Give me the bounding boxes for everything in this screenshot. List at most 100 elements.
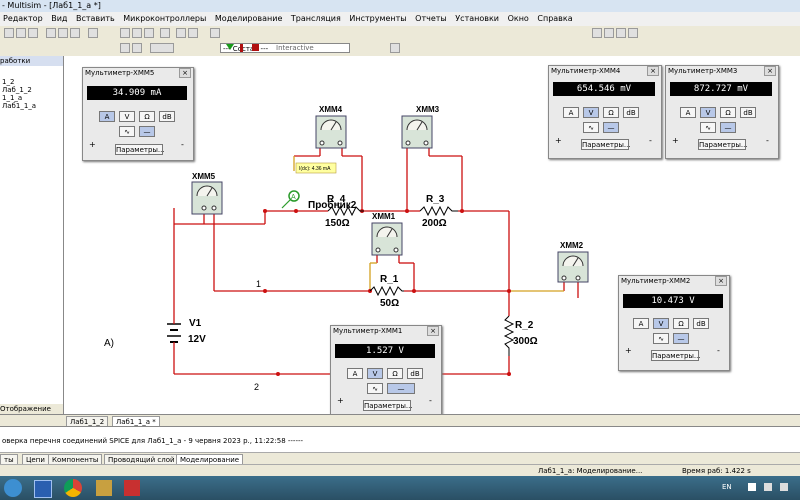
mode-a-button[interactable]: A <box>99 111 115 122</box>
explorer-icon[interactable] <box>96 480 112 496</box>
ac-icon[interactable]: ∿ <box>653 333 669 344</box>
tree-item[interactable]: 1_1_a <box>2 94 23 102</box>
resistor-r3-symbol[interactable] <box>419 205 458 217</box>
mode-db-button[interactable]: dB <box>693 318 709 329</box>
multimeter-xmm4-symbol[interactable] <box>315 115 347 149</box>
close-icon[interactable]: × <box>715 276 727 286</box>
ac-icon[interactable]: ∿ <box>583 122 599 133</box>
multimeter-xmm5-window[interactable]: Мультиметр-XMM5 × 34.909 mA A V Ω dB ∿ —… <box>82 67 194 161</box>
resistor-r2-symbol[interactable] <box>503 315 515 356</box>
pause-icon[interactable] <box>240 44 243 52</box>
menu-edit[interactable]: Редактор <box>3 14 43 23</box>
settings-button[interactable]: Параметры... <box>115 144 165 155</box>
ac-icon[interactable]: ∿ <box>119 126 135 137</box>
mode-db-button[interactable]: dB <box>159 111 175 122</box>
multimeter-xmm2-window[interactable]: Мультиметр-XMM2 × 10.473 V A V Ω dB ∿ — … <box>618 275 730 371</box>
settings-button[interactable]: Параметры... <box>363 400 413 411</box>
multimeter-xmm1-symbol[interactable] <box>371 222 403 256</box>
save-disk-icon[interactable] <box>34 480 52 498</box>
menu-insert[interactable]: Вставить <box>75 14 115 23</box>
resistor-r1-symbol[interactable] <box>369 285 404 297</box>
tree-item[interactable]: Лаб_1_2 <box>2 86 32 94</box>
dc-icon[interactable]: — <box>387 383 415 394</box>
multimeter-xmm5-symbol[interactable] <box>191 181 223 215</box>
multimeter-xmm4-window[interactable]: Мультиметр-XMM4 × 654.546 mV A V Ω dB ∿ … <box>548 65 662 159</box>
close-icon[interactable]: × <box>427 326 439 336</box>
undo-icon[interactable] <box>88 28 98 38</box>
menu-options[interactable]: Установки <box>455 14 500 23</box>
mode-v-button[interactable]: V <box>367 368 383 379</box>
menu-window[interactable]: Окно <box>507 14 529 23</box>
run-icon[interactable] <box>226 44 234 50</box>
dc-icon[interactable]: — <box>673 333 689 344</box>
close-icon[interactable]: × <box>764 66 776 76</box>
grid-icon[interactable] <box>120 28 130 38</box>
mode-v-button[interactable]: V <box>653 318 669 329</box>
menu-mcu[interactable]: Микроконтроллеры <box>123 14 207 23</box>
chrome-icon[interactable] <box>64 479 82 497</box>
mode-a-button[interactable]: A <box>680 107 696 118</box>
paste-icon[interactable] <box>70 28 80 38</box>
dc-icon[interactable]: — <box>139 126 155 137</box>
multimeter-xmm3-window[interactable]: Мультиметр-XMM3 × 872.727 mV A V Ω dB ∿ … <box>665 65 779 159</box>
ac-icon[interactable]: ∿ <box>367 383 383 394</box>
tree-item[interactable]: 1_2 <box>2 78 15 86</box>
grapher-icon[interactable] <box>188 28 198 38</box>
mode-ohm-button[interactable]: Ω <box>603 107 619 118</box>
place2-icon[interactable] <box>132 43 142 53</box>
open-icon[interactable] <box>16 28 26 38</box>
stop-icon[interactable] <box>252 44 259 51</box>
tree-item[interactable]: Лаб1_1_a <box>2 102 37 110</box>
mode-db-button[interactable]: dB <box>740 107 756 118</box>
place-icon[interactable] <box>120 43 130 53</box>
language-indicator[interactable]: EN <box>722 483 732 491</box>
postprocessor-icon[interactable] <box>210 28 220 38</box>
mode-v-button[interactable]: V <box>700 107 716 118</box>
print-icon[interactable] <box>144 28 154 38</box>
menu-tools[interactable]: Инструменты <box>349 14 407 23</box>
menu-transfer[interactable]: Трансляция <box>290 14 341 23</box>
mode-a-button[interactable]: A <box>347 368 363 379</box>
probe-icon[interactable] <box>288 190 300 202</box>
zoom-fit-icon[interactable] <box>628 28 638 38</box>
multimeter-xmm3-symbol[interactable] <box>401 115 433 149</box>
component-icon[interactable] <box>160 28 170 38</box>
mode-v-button[interactable]: V <box>119 111 135 122</box>
dc-icon[interactable]: — <box>603 122 619 133</box>
menu-reports[interactable]: Отчеты <box>415 14 447 23</box>
mode-a-button[interactable]: A <box>633 318 649 329</box>
mode-ohm-button[interactable]: Ω <box>139 111 155 122</box>
new-icon[interactable] <box>4 28 14 38</box>
multimeter-xmm2-symbol[interactable] <box>557 251 589 283</box>
app-icon[interactable] <box>124 480 140 496</box>
menu-view[interactable]: Вид <box>51 14 68 23</box>
save-icon[interactable] <box>28 28 38 38</box>
close-icon[interactable]: × <box>179 68 191 78</box>
multimeter-xmm1-window[interactable]: Мультиметр-XMM1 × 1.527 V A V Ω dB ∿ — П… <box>330 325 442 421</box>
mode-ohm-button[interactable]: Ω <box>673 318 689 329</box>
mode-ohm-button[interactable]: Ω <box>387 368 403 379</box>
align-icon[interactable] <box>150 43 174 53</box>
mode-a-button[interactable]: A <box>563 107 579 118</box>
mode-ohm-button[interactable]: Ω <box>720 107 736 118</box>
toolbox-footer-tab[interactable]: Отображение <box>0 404 63 414</box>
settings-button[interactable]: Параметры... <box>698 139 748 150</box>
zoom-area-icon[interactable] <box>132 28 142 38</box>
cut-icon[interactable] <box>46 28 56 38</box>
close-icon[interactable]: × <box>647 66 659 76</box>
start-icon[interactable] <box>4 479 22 497</box>
menu-help[interactable]: Справка <box>537 14 573 23</box>
zoom-out-icon[interactable] <box>604 28 614 38</box>
bookmark-icon[interactable] <box>390 43 400 53</box>
usage-dropdown[interactable]: --- Состав --- <box>220 43 350 53</box>
mode-v-button[interactable]: V <box>583 107 599 118</box>
mode-db-button[interactable]: dB <box>407 368 423 379</box>
copy-icon[interactable] <box>58 28 68 38</box>
zoom-area2-icon[interactable] <box>616 28 626 38</box>
network-icon[interactable] <box>764 483 772 491</box>
mode-db-button[interactable]: dB <box>623 107 639 118</box>
analysis-icon[interactable] <box>176 28 186 38</box>
zoom-in-icon[interactable] <box>592 28 602 38</box>
dc-icon[interactable]: — <box>720 122 736 133</box>
volume-icon[interactable] <box>780 483 788 491</box>
